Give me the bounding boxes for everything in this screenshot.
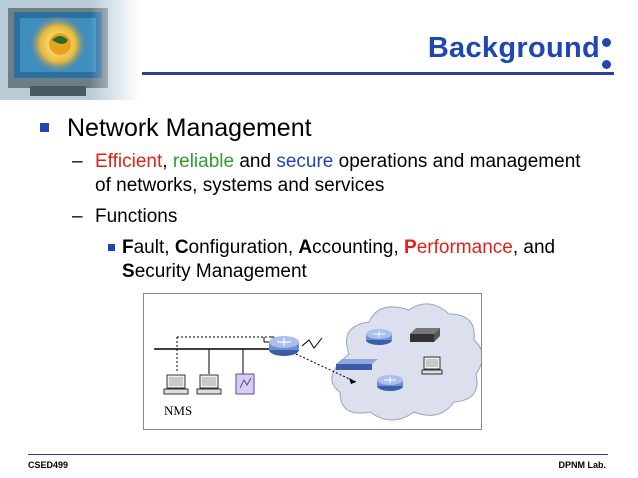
letter-s: S [122, 261, 135, 282]
network-diagram-svg [154, 303, 481, 421]
fcaps-text: Fault, Configuration, Accounting, Perfor… [122, 236, 612, 284]
word-reliable: reliable [172, 151, 235, 172]
word-and: , and [512, 237, 556, 258]
word-performance-rest: erformance [416, 237, 513, 258]
switch-icon [336, 359, 378, 370]
dash-bullet-icon: – [72, 206, 83, 227]
title-colon-icon [602, 38, 611, 72]
workstation-icon [421, 356, 443, 375]
definition-rest: operations and management of networks, s… [95, 151, 581, 196]
nms-label: NMS [164, 403, 193, 418]
word-secure: secure [276, 151, 334, 172]
functions-text: Functions [95, 206, 178, 227]
bullet-text: Network Management [67, 114, 312, 142]
letter-f: F [122, 237, 134, 258]
cloud-router-icon [366, 329, 392, 345]
square-bullet-icon [108, 244, 115, 251]
comma: , [162, 151, 173, 172]
device-icon [235, 373, 255, 395]
cloud-router-icon [377, 375, 403, 391]
footer-lab-name: DPNM Lab. [558, 460, 606, 470]
square-bullet-icon [40, 123, 49, 132]
word-configuration-rest: onfiguration, [188, 237, 299, 258]
word-security-rest: ecurity Management [134, 261, 307, 282]
word-and: and [234, 151, 277, 172]
footer-line [28, 454, 608, 455]
nms-workstation-icon [163, 374, 189, 395]
word-fault-rest: ault, [133, 237, 175, 258]
word-efficient: Efficient [95, 151, 163, 172]
word-accounting-rest: ccounting, [312, 237, 405, 258]
footer-course-code: CSED499 [28, 460, 69, 470]
computer-globe-illustration [0, 0, 140, 100]
network-diagram: NMS [143, 293, 482, 430]
workstation-icon [196, 374, 222, 395]
letter-a: A [298, 237, 313, 258]
server-icon [410, 328, 440, 342]
definition-text: Efficient, reliable and secure operation… [95, 150, 595, 198]
letter-p: P [404, 237, 417, 258]
slide-title: Background [427, 32, 600, 64]
letter-c: C [174, 237, 189, 258]
title-underline [142, 72, 614, 75]
router-icon [269, 336, 299, 356]
dash-bullet-icon: – [72, 151, 83, 172]
